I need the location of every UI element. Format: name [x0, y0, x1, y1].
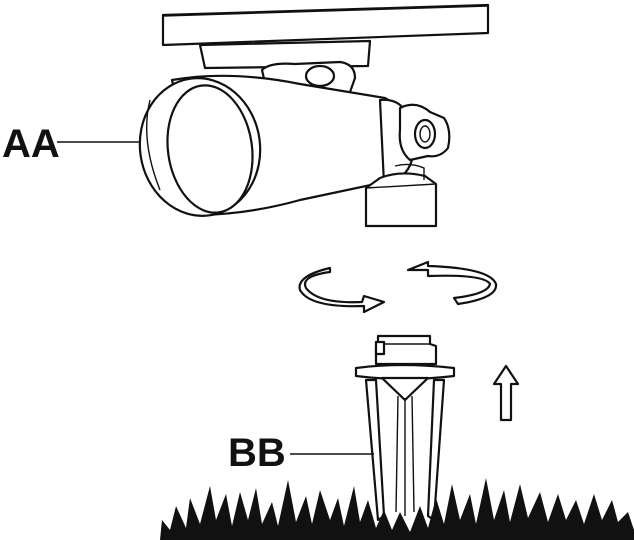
mount-socket — [364, 163, 438, 228]
grass — [160, 478, 634, 540]
callout-light: AA — [2, 122, 140, 166]
side-knob — [398, 103, 451, 162]
up-arrow-icon — [492, 364, 520, 422]
solar-spotlight — [138, 3, 490, 228]
callout-stake: BB — [228, 431, 374, 475]
label-light: AA — [2, 122, 60, 166]
twist-arrow-icon — [406, 260, 498, 306]
lamp-body — [138, 74, 451, 217]
twist-arrow-icon — [298, 266, 386, 314]
solar-panel — [161, 3, 490, 70]
lens-bezel — [138, 77, 262, 217]
ground-stake — [354, 334, 456, 522]
label-stake: BB — [228, 431, 286, 475]
